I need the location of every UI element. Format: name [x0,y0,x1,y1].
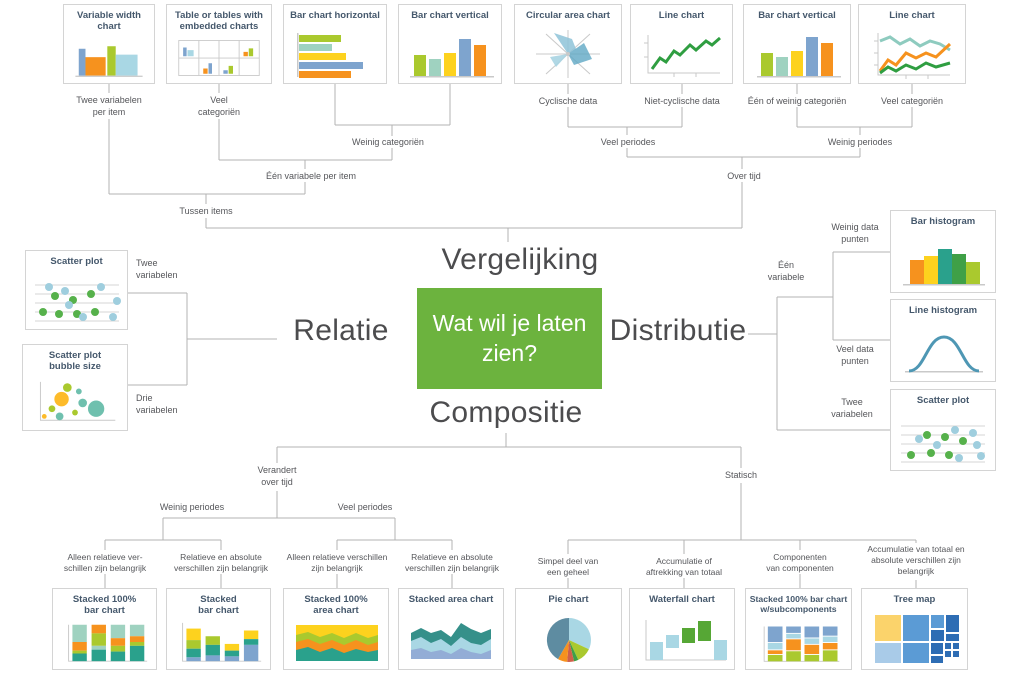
box-title: Variable width chart [77,10,141,33]
line-histogram-icon [905,335,983,373]
box-title: Stacked 100% bar chart w/subcomponents [749,594,848,615]
box-title: Waterfall chart [649,594,715,605]
label-weinig-periodes-2: Weinig periodes [159,502,225,512]
box-title: Bar chart vertical [758,10,836,21]
waterfall-chart-icon [645,620,727,661]
box-title: Scatter plot [916,395,970,406]
chart-box-bar-horizontal: Bar chart horizontal [283,4,387,84]
box-title: Bar chart vertical [411,10,489,21]
box-title: Circular area chart [526,10,610,21]
label-leaf-1: Alleen relatieve ver- schillen zijn bela… [63,552,147,573]
branch-heading-comparison: Vergelijking [441,243,599,276]
bar-histogram-icon [903,249,985,286]
chart-box-pie: Pie chart [515,588,622,670]
chart-box-line-chart-2: Line chart [858,4,966,84]
chart-box-scatter-plot-relation: Scatter plot [25,250,128,330]
box-title: Tree map [893,594,936,605]
box-title: Stacked 100% area chart [304,594,368,617]
label-twee-variabelen-2: Twee variabelen [831,397,873,419]
label-tussen-items: Tussen items [179,206,233,216]
variable-width-chart-icon [75,46,143,77]
label-verandert-over-tijd: Verandert over tijd [257,465,297,487]
box-title: Pie chart [548,594,589,605]
label-leaf-2: Relatieve en absolute verschillen zijn b… [173,552,268,573]
branch-heading-relation: Relatie [293,314,389,347]
line-chart-icon [643,35,721,77]
chart-box-scatter-bubble: Scatter plot bubble size [22,344,128,431]
label-veel-data-punten: Veel data punten [836,344,874,366]
chart-box-table-embedded: Table or tables with embedded charts [166,4,272,84]
label-over-tijd: Over tijd [727,171,761,181]
stacked-100-bar-chart-icon [67,624,147,662]
label-leaf-3: Alleen relatieve verschillen zijn belang… [286,552,388,573]
label-een-variabele-per-item: Één variabele per item [265,171,357,181]
scatter-plot-icon [34,283,121,322]
label-twee-variabelen-per-item: Twee variabelen per item [76,95,142,117]
chart-box-waterfall: Waterfall chart [629,588,735,670]
chart-box-stacked-100-subcomponents: Stacked 100% bar chart w/subcomponents [745,588,852,670]
chart-box-stacked-100-area: Stacked 100% area chart [283,588,389,670]
bar-chart-vertical-icon [410,39,494,78]
box-title: Bar histogram [910,216,976,227]
chart-box-line-chart-1: Line chart [630,4,733,84]
chart-box-circular-area: Circular area chart [514,4,622,84]
multi-line-chart-icon [874,33,952,79]
label-veel-categorien-2: Veel categoriën [880,96,944,106]
chart-box-variable-width: Variable width chart [63,4,155,84]
stacked-area-chart-icon [411,623,491,659]
label-een-of-weinig-categorien: Één of weinig categoriën [747,96,847,106]
stacked-bar-chart-icon [181,622,261,662]
chart-box-scatter-plot-distribution: Scatter plot [890,389,996,471]
chart-box-tree-map: Tree map [861,588,968,670]
box-title: Scatter plot [50,256,103,267]
chart-box-bar-histogram: Bar histogram [890,210,996,293]
chart-box-stacked-100-bar: Stacked 100% bar chart [52,588,157,670]
label-niet-cyclische-data: Niet-cyclische data [644,96,720,106]
tree-map-icon [874,615,959,663]
box-title: Table or tables with embedded charts [175,10,263,33]
branch-heading-composition: Compositie [429,396,583,429]
circular-area-chart-icon [536,30,600,78]
branch-heading-distribution: Distributie [609,314,747,347]
table-embedded-charts-icon [178,40,260,76]
bar-chart-horizontal-icon [297,33,363,78]
label-weinig-categorien: Weinig categoriën [352,137,424,147]
box-title: Bar chart horizontal [290,10,380,21]
stacked-100-bar-subcomponents-icon [763,626,839,662]
label-leaf-5: Simpel deel van een geheel [537,556,599,577]
scatter-plot-bubble-icon [39,381,116,421]
label-veel-periodes-2: Veel periodes [337,502,393,512]
label-drie-variabelen: Drie variabelen [136,393,178,415]
box-title: Line histogram [908,305,978,316]
label-cyclische-data: Cyclische data [538,96,598,106]
label-veel-categorien: Veel categoriën [197,95,241,117]
label-weinig-periodes: Weinig periodes [827,137,893,147]
scatter-plot-icon [901,425,985,463]
pie-chart-icon [546,617,591,662]
label-twee-variabelen: Twee variabelen [136,258,178,280]
stacked-100-area-chart-icon [296,625,378,661]
box-title: Scatter plot bubble size [48,350,102,373]
box-title: Stacked 100% bar chart [72,594,137,617]
chart-box-bar-vertical-2: Bar chart vertical [743,4,851,84]
box-title: Line chart [658,10,705,21]
label-leaf-8: Accumulatie van totaal en absolute versc… [867,544,965,576]
label-leaf-4: Relatieve en absolute verschillen zijn b… [404,552,499,573]
label-veel-periodes: Veel periodes [600,137,656,147]
chart-box-bar-vertical-1: Bar chart vertical [398,4,502,84]
label-statisch: Statisch [724,470,757,480]
box-title: Line chart [889,10,935,21]
label-leaf-6: Accumulatie of aftrekking van totaal [645,556,723,577]
label-een-variabele: Één variabele [767,260,805,282]
chart-box-stacked-bar: Stacked bar chart [166,588,271,670]
chart-box-line-histogram: Line histogram [890,299,996,382]
label-leaf-7: Componenten van componenten [766,552,834,573]
bar-chart-vertical-icon [757,37,841,78]
box-title: Stacked bar chart [198,594,239,617]
central-question-box: Wat wil je laten zien? [417,288,602,389]
chart-box-stacked-area: Stacked area chart [398,588,504,670]
label-weinig-data-punten: Weinig data punten [831,222,879,244]
box-title: Stacked area chart [408,594,494,605]
